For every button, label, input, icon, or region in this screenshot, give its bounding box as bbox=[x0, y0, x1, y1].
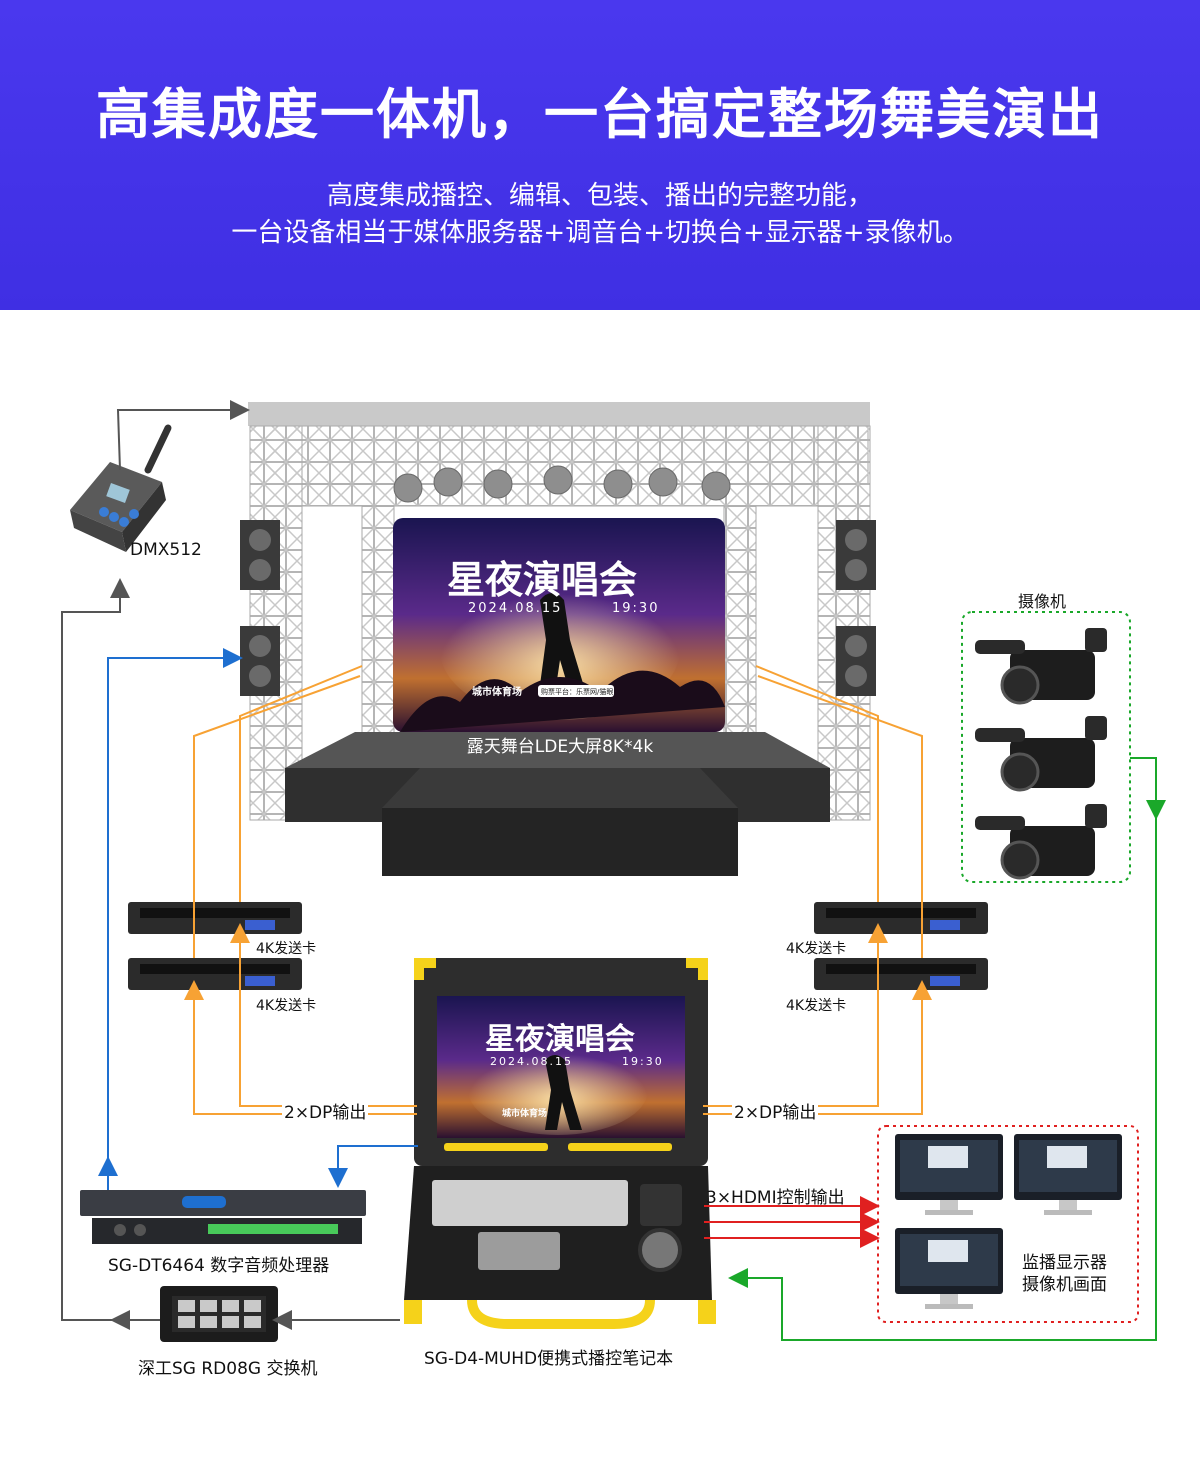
laptop-concert-venue: 城市体育场 bbox=[502, 1107, 547, 1119]
audio-processor bbox=[80, 1190, 366, 1244]
stage-screen-label: 露天舞台LDE大屏8K*4k bbox=[467, 737, 654, 757]
dmx512-controller bbox=[70, 424, 172, 552]
laptop-label: SG-D4-MUHD便携式播控笔记本 bbox=[424, 1349, 674, 1369]
subtitle-line-1: 高度集成播控、编辑、包装、播出的完整功能， bbox=[326, 181, 873, 211]
dp-output-label-right: 2×DP输出 bbox=[732, 1098, 819, 1123]
sender-card-left-1 bbox=[128, 902, 302, 934]
green-camera-lines bbox=[728, 757, 1166, 1341]
network-switch bbox=[160, 1286, 278, 1342]
sender-card-left-2 bbox=[128, 958, 302, 990]
concert-date: 2024.08.15 bbox=[468, 601, 562, 616]
monitors-box bbox=[877, 1125, 1139, 1323]
red-hdmi-lines bbox=[704, 1196, 880, 1248]
monitor-label-1: 监播显示器 bbox=[1022, 1253, 1107, 1273]
portable-broadcast-laptop bbox=[404, 958, 716, 1329]
hdmi-output-label: 3×HDMI控制输出 bbox=[706, 1188, 845, 1208]
blue-audio-lines bbox=[98, 648, 418, 1190]
sender-card-label-r1: 4K发送卡 bbox=[786, 941, 847, 957]
concert-title: 星夜演唱会 bbox=[447, 558, 637, 602]
video-camera-2 bbox=[975, 716, 1107, 792]
laptop-concert-date: 2024.08.15 bbox=[490, 1055, 573, 1068]
speaker-stacks bbox=[240, 520, 876, 696]
monitor-3 bbox=[895, 1228, 1003, 1309]
page-title: 高集成度一体机，一台搞定整场舞美演出 bbox=[96, 83, 1104, 146]
ticket-text: 购票平台：乐票网/猫眼 bbox=[541, 687, 613, 696]
sender-card-label-l1: 4K发送卡 bbox=[256, 941, 317, 957]
switch-label: 深工SG RD08G 交换机 bbox=[138, 1359, 318, 1379]
concert-venue: 城市体育场 bbox=[472, 685, 522, 698]
dp-output-label-left: 2×DP输出 bbox=[282, 1098, 369, 1123]
subtitle-line-2: 一台设备相当于媒体服务器+调音台+切换台+显示器+录像机。 bbox=[231, 218, 969, 248]
sender-card-right-2 bbox=[814, 958, 988, 990]
monitor-label-2: 摄像机画面 bbox=[1022, 1275, 1107, 1295]
laptop-concert-time: 19:30 bbox=[622, 1055, 664, 1068]
sender-card-label-l2: 4K发送卡 bbox=[256, 998, 317, 1014]
stage-lights bbox=[393, 465, 731, 503]
laptop-concert-title: 星夜演唱会 bbox=[485, 1022, 635, 1057]
video-camera-3 bbox=[975, 804, 1107, 880]
header-banner bbox=[0, 0, 1200, 310]
dmx512-label: DMX512 bbox=[130, 540, 202, 560]
led-screen bbox=[393, 518, 725, 732]
network-lines bbox=[61, 400, 400, 1330]
stage-truss bbox=[248, 402, 871, 821]
sender-card-label-r2: 4K发送卡 bbox=[786, 998, 847, 1014]
monitor-2 bbox=[1014, 1134, 1122, 1215]
stage-platform bbox=[285, 732, 830, 876]
sender-card-right-1 bbox=[814, 902, 988, 934]
audio-processor-label: SG-DT6464 数字音频处理器 bbox=[108, 1256, 330, 1276]
cameras-box bbox=[961, 611, 1131, 883]
monitor-1 bbox=[895, 1134, 1003, 1215]
video-camera-1 bbox=[975, 628, 1107, 705]
concert-time: 19:30 bbox=[612, 601, 659, 616]
cameras-label: 摄像机 bbox=[1018, 592, 1067, 611]
ticket-bar bbox=[538, 685, 614, 697]
